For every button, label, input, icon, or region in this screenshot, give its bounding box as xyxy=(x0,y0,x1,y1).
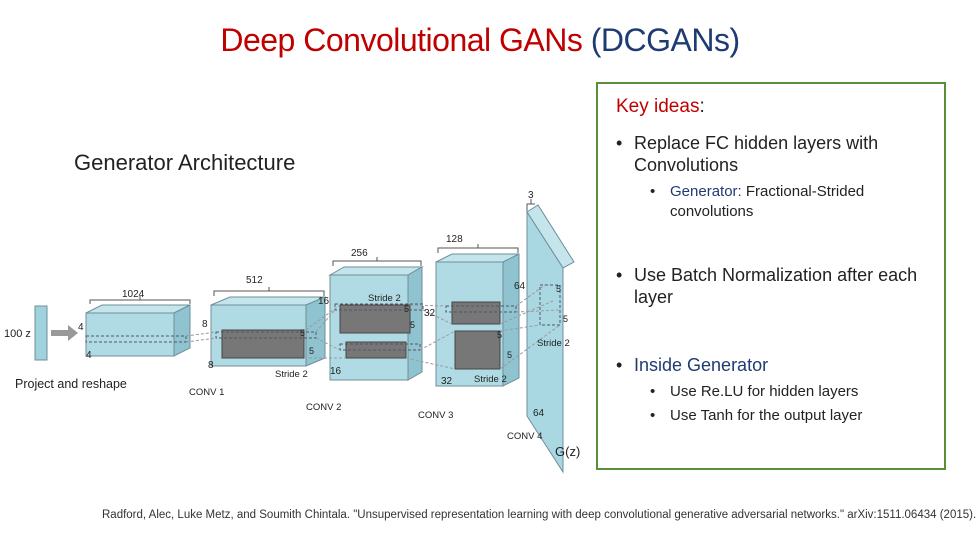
key-idea-3-sub-2: • Use Tanh for the output layer xyxy=(650,406,920,426)
width-128: 128 xyxy=(446,234,463,245)
key-ideas-heading: Key ideas: xyxy=(616,96,705,117)
generator-prefix: Generator: xyxy=(670,183,742,200)
kernel-5-c: 5 xyxy=(404,304,409,314)
size-16-b: 16 xyxy=(330,366,342,377)
size-8-b: 8 xyxy=(208,360,214,371)
conv1-label: CONV 1 xyxy=(189,387,224,398)
width-512: 512 xyxy=(246,275,263,286)
key-idea-3-sub-1: • Use Re.LU for hidden layers xyxy=(650,382,920,402)
kernel-5-h: 5 xyxy=(563,314,568,324)
project-reshape-label: Project and reshape xyxy=(15,377,127,391)
key-idea-1-sub-1: • Generator: Fractional-Strided convolut… xyxy=(650,183,865,220)
width-braces xyxy=(89,199,535,304)
kernel-5-b: 5 xyxy=(309,346,314,356)
kernel-5-g: 5 xyxy=(556,284,561,294)
output-image xyxy=(526,204,575,474)
width-1024: 1024 xyxy=(122,289,145,300)
width-256: 256 xyxy=(351,248,368,259)
size-4-a: 4 xyxy=(78,322,84,333)
size-64-a: 64 xyxy=(514,281,526,292)
key-idea-3-text: Inside Generator xyxy=(634,355,769,375)
connection-lines xyxy=(185,284,561,370)
stride-label-1: Stride 2 xyxy=(275,369,308,380)
stride-label-4: Stride 2 xyxy=(537,338,570,349)
key-idea-1-sub-1-text: Fractional-Strided convolutions xyxy=(670,183,865,220)
block-512 xyxy=(210,296,326,367)
title-main: Deep Convolutional GANs xyxy=(220,22,583,58)
key-idea-3-sub-1-text: Use Re.LU for hidden layers xyxy=(670,383,859,400)
kernel-5-a: 5 xyxy=(300,328,305,338)
citation: Radford, Alec, Luke Metz, and Soumith Ch… xyxy=(102,509,976,521)
size-16-a: 16 xyxy=(318,296,330,307)
conv2-label: CONV 2 xyxy=(306,402,341,413)
size-64-b: 64 xyxy=(533,408,545,419)
key-idea-3-sub-2-text: Use Tanh for the output layer xyxy=(670,407,863,424)
project-arrow-head xyxy=(68,325,78,341)
kernel-5-d: 5 xyxy=(410,320,415,330)
block-128 xyxy=(435,253,520,387)
generator-architecture-label: Generator Architecture xyxy=(74,150,296,175)
title-paren: (DCGANs) xyxy=(590,22,740,58)
output-label: G(z) xyxy=(555,444,580,459)
stride-label-3: Stride 2 xyxy=(474,374,507,385)
key-idea-3: • Inside Generator xyxy=(616,354,926,376)
key-idea-2-text: Use Batch Normalization after each layer xyxy=(634,265,918,307)
size-4-b: 4 xyxy=(86,350,92,361)
width-3: 3 xyxy=(528,190,534,201)
key-idea-1-text: Replace FC hidden layers with Convolutio… xyxy=(634,133,879,175)
size-8-a: 8 xyxy=(202,319,208,330)
kernel-5-f: 5 xyxy=(507,350,512,360)
key-ideas-box: Key ideas: • Replace FC hidden layers wi… xyxy=(596,82,946,470)
kernel-5-e: 5 xyxy=(497,330,502,340)
size-32-b: 32 xyxy=(441,376,453,387)
block-1024 xyxy=(85,304,191,357)
input-vector xyxy=(34,305,48,361)
conv4-label: CONV 4 xyxy=(507,431,542,442)
block-256 xyxy=(328,266,424,381)
key-idea-1: • Replace FC hidden layers with Convolut… xyxy=(616,132,926,176)
input-label: 100 z xyxy=(4,328,31,340)
slide-title: Deep Convolutional GANs (DCGANs) xyxy=(0,22,960,59)
key-idea-2: • Use Batch Normalization after each lay… xyxy=(616,264,926,308)
size-32-a: 32 xyxy=(424,308,436,319)
conv3-label: CONV 3 xyxy=(418,410,453,421)
stride-label-2: Stride 2 xyxy=(368,293,401,304)
